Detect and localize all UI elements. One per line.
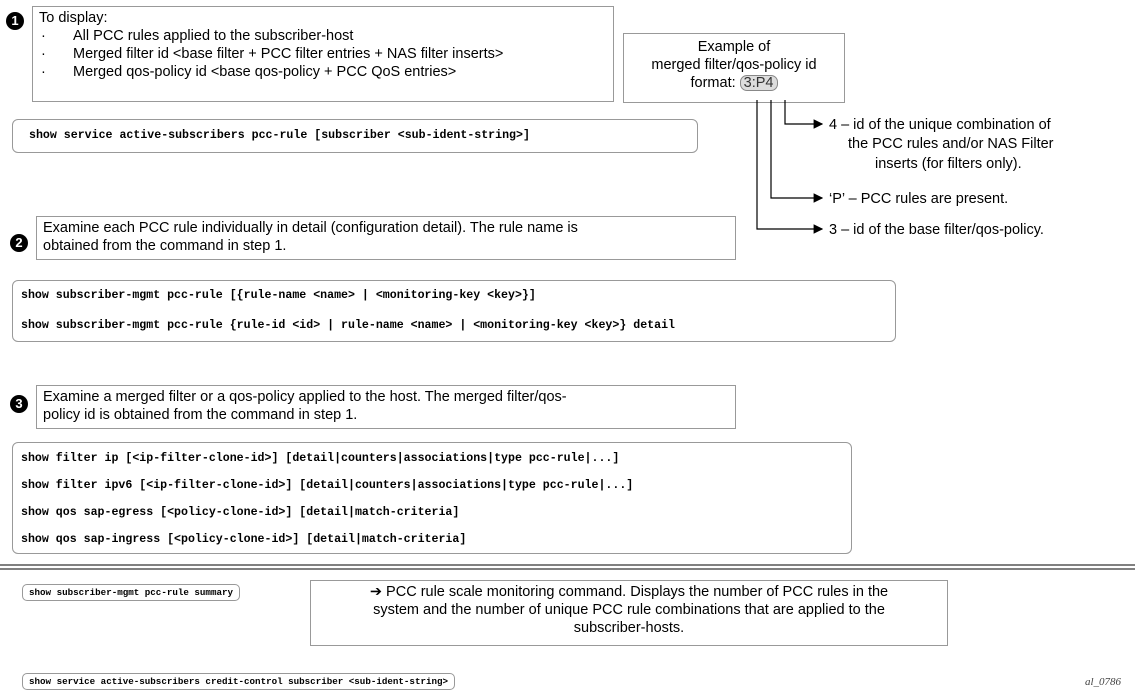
right-arrow-icon: ➔ <box>369 584 383 600</box>
credit-control-command[interactable]: show service active-subscribers credit-c… <box>22 673 456 690</box>
annotation-4-line-1: 4 – id of the unique combination of <box>829 117 1051 133</box>
merged-id-chip: 3:P4 <box>739 75 778 91</box>
example-line-3: format: 3:P4 <box>624 74 844 92</box>
annotation-p: ‘P’ – PCC rules are present. <box>829 191 1009 207</box>
summary-text-1: PCC rule scale monitoring command. Displ… <box>386 584 889 600</box>
step-1-note: To display: All PCC rules applied to the… <box>32 6 614 102</box>
step-1-bullet: Merged qos-policy id <base qos-policy + … <box>39 63 607 81</box>
step-1-command[interactable]: show service active-subscribers pcc-rule… <box>29 129 530 142</box>
annotation-4-line-3: inserts (for filters only). <box>875 156 1022 172</box>
step-2-command-1[interactable]: show subscriber-mgmt pcc-rule [{rule-nam… <box>21 289 536 302</box>
step-2-note-line-1: Examine each PCC rule individually in de… <box>43 220 578 236</box>
step-3-note-line-1: Examine a merged filter or a qos-policy … <box>43 389 567 405</box>
arrow-to-p <box>770 100 824 203</box>
step-2-command-2[interactable]: show subscriber-mgmt pcc-rule {rule-id <… <box>21 319 675 332</box>
step-3-note-line-2: policy id is obtained from the command i… <box>43 407 358 423</box>
step-1-bullet: All PCC rules applied to the subscriber-… <box>39 27 607 45</box>
summary-description-line-3: subscriber-hosts. <box>573 620 685 636</box>
step-1-badge: 1 <box>6 12 24 30</box>
step-2-note-line-2: obtained from the command in step 1. <box>43 238 287 254</box>
summary-description: ➔ PCC rule scale monitoring command. Dis… <box>310 580 948 646</box>
step-2-note: Examine each PCC rule individually in de… <box>36 216 736 260</box>
step-1-bullet: Merged filter id <base filter + PCC filt… <box>39 45 607 63</box>
summary-command[interactable]: show subscriber-mgmt pcc-rule summary <box>22 584 240 601</box>
step-2-command-box: show subscriber-mgmt pcc-rule [{rule-nam… <box>12 280 896 342</box>
arrow-to-3 <box>756 100 824 234</box>
step-1-command-box: show service active-subscribers pcc-rule… <box>12 119 698 153</box>
step-1-heading: To display: <box>39 10 108 26</box>
example-box: Example of merged filter/qos-policy id f… <box>623 33 845 103</box>
step-2-badge: 2 <box>10 234 28 252</box>
step-3-command-3[interactable]: show qos sap-egress [<policy-clone-id>] … <box>21 506 460 519</box>
example-line-1: Example of <box>697 39 771 55</box>
figure-id: al_0786 <box>1085 676 1122 688</box>
arrow-to-4 <box>784 100 824 129</box>
step-3-badge: 3 <box>10 395 28 413</box>
example-line-2: merged filter/qos-policy id <box>651 57 817 73</box>
step-3-command-box: show filter ip [<ip-filter-clone-id>] [d… <box>12 442 852 554</box>
step-1-bullets: All PCC rules applied to the subscriber-… <box>39 27 607 81</box>
step-3-note: Examine a merged filter or a qos-policy … <box>36 385 736 429</box>
example-format-label: format: <box>690 75 736 91</box>
annotation-4-line-2: the PCC rules and/or NAS Filter <box>848 136 1054 152</box>
step-3-command-1[interactable]: show filter ip [<ip-filter-clone-id>] [d… <box>21 452 620 465</box>
summary-description-line-2: system and the number of unique PCC rule… <box>373 602 885 618</box>
step-3-command-2[interactable]: show filter ipv6 [<ip-filter-clone-id>] … <box>21 479 634 492</box>
step-3-command-4[interactable]: show qos sap-ingress [<policy-clone-id>]… <box>21 533 467 546</box>
annotation-3: 3 – id of the base filter/qos-policy. <box>829 222 1044 238</box>
summary-description-line-1: ➔ PCC rule scale monitoring command. Dis… <box>317 583 941 601</box>
